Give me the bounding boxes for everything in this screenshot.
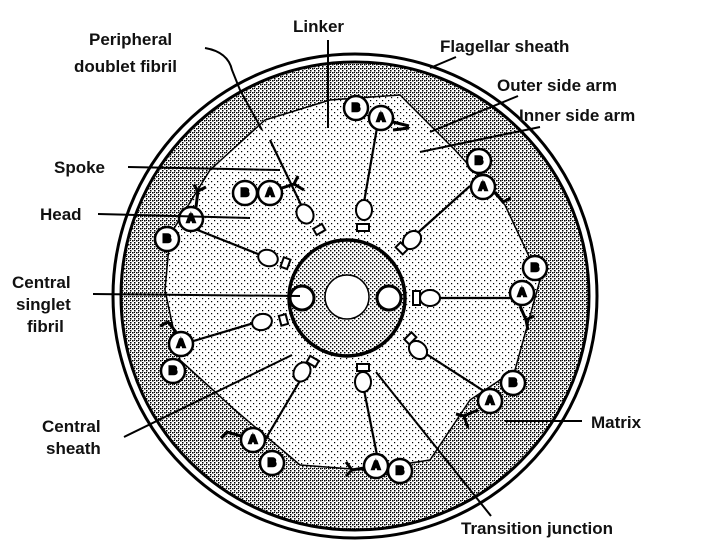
label-central-sheath-line2: sheath (46, 439, 101, 458)
doublet-7: A B (219, 426, 286, 477)
peripheral-doublets: B A B A B A B A B A A B (153, 94, 549, 485)
doublet-2: B A (342, 94, 410, 132)
label-peripheral-doublet-fibril-line2: doublet fibril (74, 57, 177, 76)
doublet-3: B A (465, 147, 512, 204)
label-central-singlet-fibril-line2: singlet (16, 295, 71, 314)
spokes (179, 121, 510, 461)
b-subfiber-label: B (396, 465, 404, 477)
doublet-9: A B (153, 184, 207, 253)
spoke-heads (251, 199, 441, 393)
a-subfiber-label: A (479, 181, 487, 193)
b-subfiber-label: B (163, 233, 171, 245)
label-matrix: Matrix (591, 413, 642, 432)
label-outer-side-arm: Outer side arm (497, 76, 617, 95)
b-subfiber-label: B (475, 155, 483, 167)
a-subfiber-label: A (486, 395, 494, 407)
label-flagellar-sheath: Flagellar sheath (440, 37, 569, 56)
doublet-8: A B (159, 320, 195, 385)
label-transition-junction: Transition junction (461, 519, 613, 538)
a-subfiber-label: A (187, 213, 195, 225)
label-spoke: Spoke (54, 158, 105, 177)
b-subfiber-label: B (352, 102, 360, 114)
doublet-1: B A (231, 175, 305, 207)
a-subfiber-label: A (518, 287, 526, 299)
a-subfiber-label: A (372, 460, 380, 472)
label-central-sheath-line1: Central (42, 417, 101, 436)
central-singlet-fibril-left (288, 284, 316, 312)
b-subfiber-label: B (169, 365, 177, 377)
transition-junctions (277, 222, 421, 372)
doublet-6: A B (344, 452, 414, 485)
a-subfiber-label: A (266, 187, 274, 199)
doublet-4: B A (508, 254, 549, 331)
label-linker: Linker (293, 17, 344, 36)
label-central-singlet-fibril-line1: Central (12, 273, 71, 292)
label-peripheral-doublet-fibril-line1: Peripheral (89, 30, 172, 49)
a-subfiber-label: A (177, 338, 185, 350)
b-subfiber-label: B (241, 187, 249, 199)
central-lumen (324, 274, 370, 320)
doublet-5: B A (455, 369, 527, 429)
b-subfiber-label: B (509, 377, 517, 389)
label-central-singlet-fibril-line3: fibril (27, 317, 64, 336)
leader-lines (92, 40, 582, 517)
b-subfiber-label: B (531, 262, 539, 274)
a-subfiber-label: A (249, 434, 257, 446)
a-subfiber-label: A (377, 112, 385, 124)
label-inner-side-arm: Inner side arm (519, 106, 635, 125)
central-singlet-fibril-right (375, 284, 403, 312)
b-subfiber-label: B (268, 457, 276, 469)
label-head: Head (40, 205, 82, 224)
